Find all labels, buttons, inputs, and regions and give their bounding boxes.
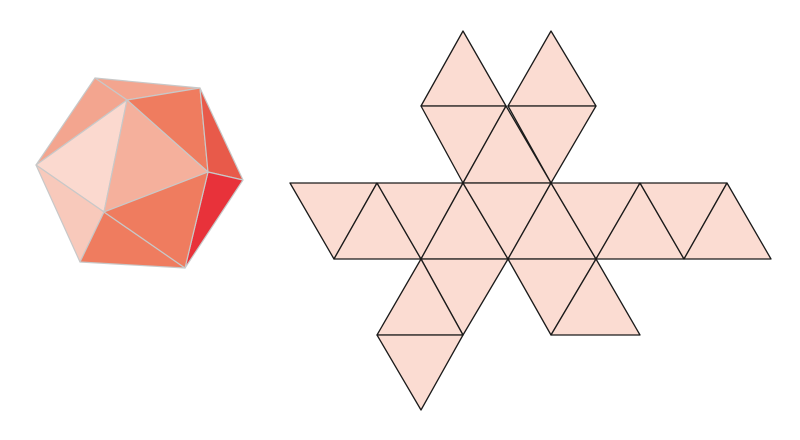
net-triangle-15 [683,182,772,260]
net-triangle-4 [507,105,597,184]
net-triangle-3 [507,30,597,107]
net-triangle-18 [376,334,464,411]
net-triangle-1 [420,30,507,107]
solid-face-lower-right [103,171,209,269]
net-triangle-20 [550,258,641,336]
